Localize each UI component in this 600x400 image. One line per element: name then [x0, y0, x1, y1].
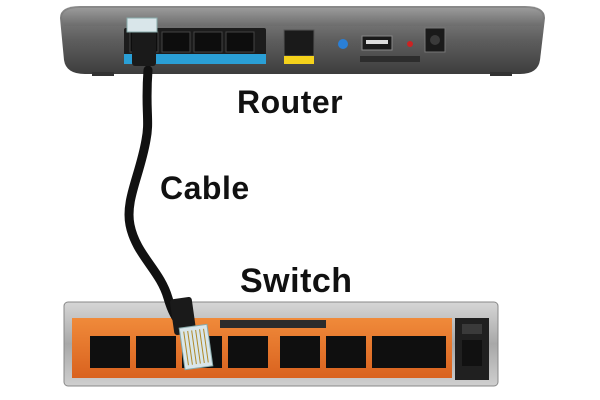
router-label: Router	[237, 84, 344, 120]
cable-boot-bottom	[169, 297, 197, 335]
router-lan-strip	[124, 54, 266, 64]
cable-boot-top	[132, 24, 156, 66]
router-usb-label	[360, 56, 420, 62]
router-wan-tag	[284, 56, 314, 64]
cable-wire	[124, 65, 187, 331]
switch-label: Switch	[240, 262, 353, 300]
ethernet-cable-icon	[124, 17, 214, 371]
router-icon	[60, 6, 545, 76]
router-top	[62, 8, 543, 26]
cable-label: Cable	[160, 170, 250, 206]
router-led	[407, 41, 413, 47]
cable-connector-top	[126, 17, 158, 33]
router-reset-button	[338, 39, 348, 49]
switch-ports	[90, 336, 446, 368]
switch-icon	[63, 301, 499, 387]
router-wan-port	[283, 29, 315, 57]
switch-model-strip	[220, 320, 326, 328]
